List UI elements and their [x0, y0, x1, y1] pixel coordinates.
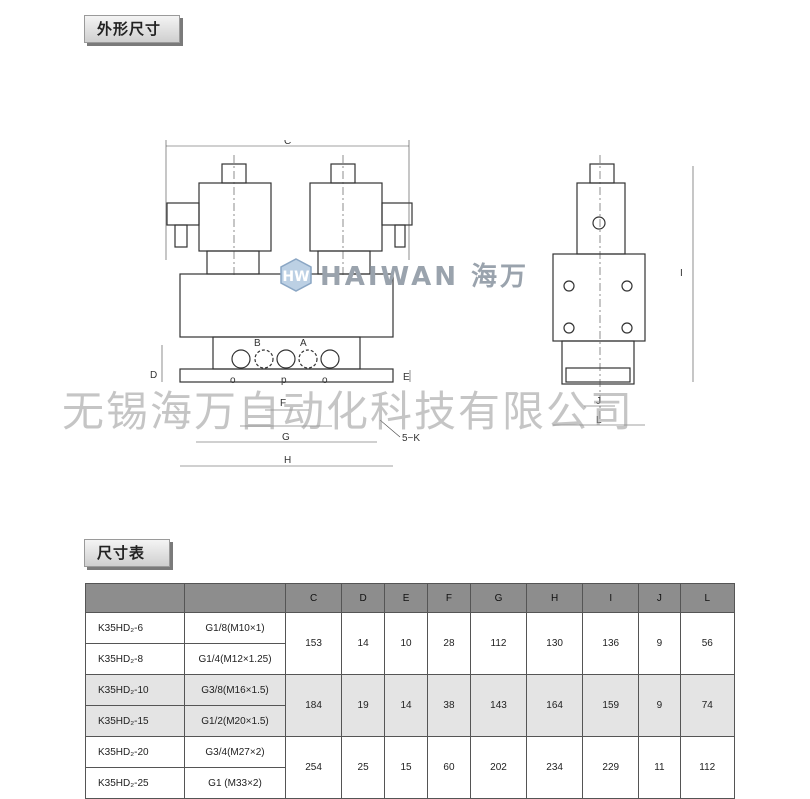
model-cell: K35HD₂-10 — [85, 674, 185, 706]
value-cell-c: 254 — [284, 736, 343, 799]
port-label-o-left: o — [230, 375, 236, 386]
valve-body-side — [552, 253, 646, 342]
port-cell: G1/4(M12×1.25) — [184, 643, 286, 675]
dim-label-c: C — [284, 140, 291, 147]
value-cell-e: 15 — [384, 736, 428, 799]
value-cell-l: 112 — [679, 736, 736, 799]
port-label-p: p — [281, 375, 287, 386]
table-header-j: J — [638, 583, 681, 613]
table-header-d: D — [341, 583, 386, 613]
port-label-a: A — [300, 338, 307, 349]
dim-label-l: L — [596, 415, 602, 426]
table-row: K35HD₂-25 G1 (M33×2) — [85, 767, 735, 799]
model-cell: K35HD₂-25 — [85, 767, 185, 799]
table-header-row: C D E F G H I J L — [85, 583, 736, 613]
base-plate-front — [179, 368, 394, 383]
dim-label-g: G — [282, 432, 290, 443]
svg-text:HW: HW — [282, 269, 309, 285]
table-header-c: C — [284, 583, 343, 613]
dim-label-f: F — [280, 398, 286, 409]
section-title-outline: 外形尺寸 — [84, 15, 180, 43]
port-label-b: B — [254, 338, 261, 349]
port-cell: G1/8(M10×1) — [184, 612, 286, 644]
model-cell: K35HD₂-20 — [85, 736, 185, 768]
value-cell-j: 11 — [638, 736, 681, 799]
table-header-e: E — [384, 583, 428, 613]
value-cell-d: 19 — [341, 674, 386, 737]
value-cell-f: 38 — [427, 674, 471, 737]
value-cell-i: 229 — [582, 736, 640, 799]
value-cell-c: 184 — [284, 674, 343, 737]
value-cell-g: 202 — [469, 736, 528, 799]
value-cell-e: 10 — [384, 612, 428, 675]
table-header — [184, 583, 286, 613]
model-cell: K35HD₂-6 — [85, 612, 185, 644]
table-header-f: F — [427, 583, 471, 613]
table-header-i: I — [582, 583, 640, 613]
table-row: K35HD₂-20 G3/4(M27×2) 254 25 15 60 202 2… — [85, 736, 736, 799]
value-cell-i: 136 — [582, 612, 640, 675]
value-cell-d: 25 — [341, 736, 386, 799]
dim-label-k: 5−K — [402, 433, 420, 444]
table-header-l: L — [679, 583, 736, 613]
value-cell-c: 153 — [284, 612, 343, 675]
value-cell-g: 143 — [469, 674, 528, 737]
dimension-table: C D E F G H I J L K35HD₂-6 G1/8(M10×1) 1… — [85, 583, 736, 799]
value-cell-g: 112 — [469, 612, 528, 675]
table-header — [85, 583, 185, 613]
value-cell-e: 14 — [384, 674, 428, 737]
technical-drawing: C H G F D E I J L A B p o o 5−K — [150, 140, 694, 467]
port-cell: G3/8(M16×1.5) — [184, 674, 286, 706]
dim-label-d: D — [150, 370, 157, 381]
coil-left — [198, 182, 272, 252]
table-row: K35HD₂-8 G1/4(M12×1.25) — [85, 643, 735, 675]
dim-label-e: E — [403, 372, 410, 383]
haiwan-logo-text: HAIWAN 海万 — [320, 262, 530, 292]
model-cell: K35HD₂-8 — [85, 643, 185, 675]
haiwan-logo-icon: HW — [280, 257, 312, 292]
table-row: K35HD₂-6 G1/8(M10×1) 153 14 10 28 112 13… — [85, 612, 736, 675]
value-cell-j: 9 — [638, 674, 681, 737]
value-cell-i: 159 — [582, 674, 640, 737]
value-cell-l: 56 — [679, 612, 736, 675]
dim-label-i: I — [680, 268, 683, 279]
table-row: K35HD₂-10 G3/8(M16×1.5) 184 19 14 38 143… — [85, 674, 736, 737]
value-cell-h: 234 — [526, 736, 584, 799]
section-title-table: 尺寸表 — [84, 539, 170, 567]
value-cell-f: 60 — [427, 736, 471, 799]
haiwan-logo: HW HAIWAN 海万 — [278, 256, 529, 293]
dim-label-h: H — [284, 455, 291, 466]
value-cell-h: 164 — [526, 674, 584, 737]
table-header-h: H — [526, 583, 584, 613]
port-label-o-right: o — [322, 375, 328, 386]
port-cell: G1 (M33×2) — [184, 767, 286, 799]
value-cell-d: 14 — [341, 612, 386, 675]
dim-label-j: J — [596, 396, 601, 407]
port-cell: G1/2(M20×1.5) — [184, 705, 286, 737]
value-cell-l: 74 — [679, 674, 736, 737]
coil-right — [309, 182, 383, 252]
value-cell-h: 130 — [526, 612, 584, 675]
model-cell: K35HD₂-15 — [85, 705, 185, 737]
port-cell: G3/4(M27×2) — [184, 736, 286, 768]
table-row: K35HD₂-15 G1/2(M20×1.5) — [85, 705, 735, 737]
value-cell-f: 28 — [427, 612, 471, 675]
table-header-g: G — [469, 583, 528, 613]
value-cell-j: 9 — [638, 612, 681, 675]
